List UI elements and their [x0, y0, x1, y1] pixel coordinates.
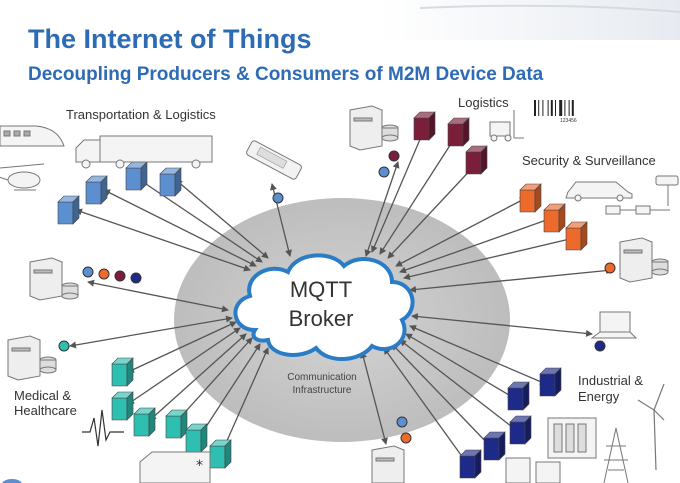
medical-server-dot — [58, 340, 70, 352]
barcode-bar — [571, 100, 574, 116]
camera-icon — [655, 175, 679, 206]
industrial-server-dot-orange — [400, 432, 412, 444]
server-security-icon — [619, 237, 669, 283]
control-panel-icon — [547, 417, 597, 459]
power-tower-icon — [603, 427, 629, 483]
medical-device-cube — [165, 409, 188, 439]
group-label-medical-line1: Medical & — [14, 388, 72, 403]
medical-device-cube — [111, 357, 134, 387]
barcode-icon — [534, 100, 574, 116]
barcode-number: 123456 — [560, 118, 577, 124]
server-left-dot-blue — [82, 266, 94, 278]
svg-text:*: * — [196, 458, 203, 474]
industrial-server-dot-blue — [396, 416, 408, 428]
barcode-bar — [534, 100, 536, 116]
security-server-dot — [604, 262, 616, 274]
broker-cloud — [233, 253, 415, 362]
industrial-device-cube — [483, 431, 506, 461]
logistics-device-group — [413, 111, 488, 175]
server-medical-icon — [7, 335, 57, 381]
server-logistics-icon — [349, 105, 399, 151]
industrial-device-cube — [539, 367, 562, 397]
barcode-bar — [538, 100, 540, 116]
wind-turbine-icon — [637, 383, 665, 471]
page-subtitle: Decoupling Producers & Consumers of M2M … — [28, 64, 544, 85]
group-label-logistics: Logistics — [458, 95, 509, 110]
transport-device-cube — [57, 195, 80, 225]
truck-icon — [75, 135, 213, 169]
server-left-dot-orange — [98, 268, 110, 280]
network-label-line2: Infrastructure — [292, 385, 352, 396]
medical-device-group — [111, 357, 232, 469]
handheld-status-dot — [272, 192, 284, 204]
security-device-cube — [565, 221, 588, 251]
network-label-line1: Communication — [287, 372, 357, 383]
transport-device-cube — [159, 167, 182, 197]
transport-device-cube — [125, 161, 148, 191]
barcode-bar — [542, 100, 544, 116]
company-logo-fragment — [2, 479, 22, 483]
transport-device-group — [57, 161, 182, 225]
logistics-server-dot-maroon — [388, 150, 400, 162]
train-icon — [0, 125, 65, 147]
gauges-icon — [505, 457, 561, 483]
barcode-bar — [559, 100, 563, 116]
security-device-group — [519, 183, 588, 251]
industrial-device-cube — [459, 449, 482, 479]
ambulance-icon: * — [139, 451, 211, 483]
server-left-dot-navy — [130, 272, 142, 284]
group-label-medical-line2: Healthcare — [14, 403, 77, 418]
connection-arrow — [409, 267, 613, 293]
group-label-industrial-line1: Industrial & — [578, 373, 644, 388]
connection-arrow — [221, 347, 269, 453]
medical-device-cube — [185, 423, 208, 453]
connection-arrow — [175, 179, 269, 259]
logistics-device-cube — [413, 111, 436, 141]
header-swoosh-line — [419, 4, 680, 13]
laptop-icon — [590, 311, 638, 339]
logistics-device-cube — [447, 117, 470, 147]
logistics-device-cube — [465, 145, 488, 175]
broker-label-line1: MQTT — [289, 277, 353, 302]
connection-arrow — [360, 351, 388, 445]
security-device-cube — [519, 183, 542, 213]
logistics-server-dot-blue — [378, 166, 390, 178]
server-left-dot-maroon — [114, 270, 126, 282]
barcode-bar — [568, 100, 570, 116]
barcode-bar — [555, 100, 556, 116]
group-label-security: Security & Surveillance — [522, 153, 656, 168]
heartbeat-icon — [82, 409, 124, 447]
barcode-bar — [547, 100, 549, 116]
medical-device-cube — [133, 407, 156, 437]
broker-label-line2: Broker — [288, 306, 354, 331]
car-icon — [565, 181, 633, 202]
handheld-device-icon — [246, 140, 302, 180]
connection-arrow — [383, 347, 467, 463]
page-title: The Internet of Things — [28, 24, 312, 54]
security-device-cube — [543, 203, 566, 233]
connection-arrow — [139, 179, 263, 263]
forklift-icon — [489, 110, 524, 142]
group-label-transport: Transportation & Logistics — [66, 107, 216, 122]
barcode-bar — [550, 100, 553, 116]
industrial-device-cube — [507, 381, 530, 411]
laptop-status-dot — [594, 340, 606, 352]
connection-arrow — [411, 313, 593, 337]
barcode-bar — [564, 100, 566, 116]
server-left-icon — [29, 257, 79, 301]
group-label-industrial-line2: Energy — [578, 389, 620, 404]
connection-arrows — [69, 129, 613, 463]
industrial-device-group — [459, 367, 562, 479]
transport-device-cube — [85, 175, 108, 205]
sensor-chain-icon — [605, 205, 670, 215]
industrial-device-cube — [509, 415, 532, 445]
medical-device-cube — [111, 391, 134, 421]
helicopter-icon — [0, 163, 45, 191]
connection-arrow — [87, 279, 229, 313]
medical-device-cube — [209, 439, 232, 469]
server-industrial-icon — [371, 445, 405, 483]
